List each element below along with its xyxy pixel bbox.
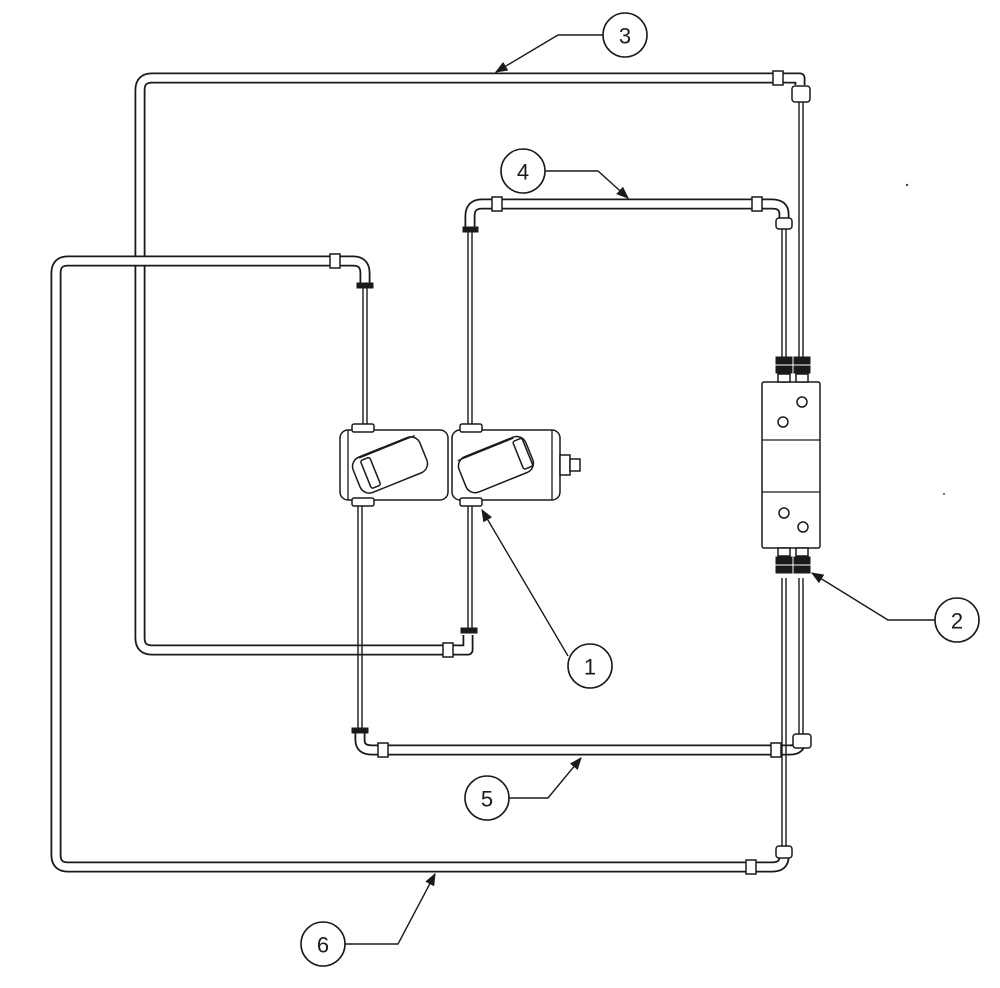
pump-assembly bbox=[339, 423, 581, 507]
callout-6: 6 bbox=[300, 921, 346, 967]
tube-4 bbox=[462, 196, 793, 233]
svg-text:3: 3 bbox=[619, 24, 631, 49]
leader-6 bbox=[345, 872, 436, 945]
port-hole bbox=[797, 521, 809, 533]
leader-3 bbox=[494, 34, 603, 73]
callout-1: 1 bbox=[567, 643, 613, 689]
tube-4-flange bbox=[462, 226, 479, 233]
tube-6-flange bbox=[356, 282, 374, 289]
right-pump bbox=[451, 423, 581, 507]
callout-4: 4 bbox=[500, 148, 546, 194]
svg-text:4: 4 bbox=[517, 160, 529, 185]
leader-5 bbox=[509, 757, 582, 799]
svg-text:5: 5 bbox=[481, 787, 493, 812]
scan-speck bbox=[943, 493, 945, 495]
callout-2: 2 bbox=[934, 597, 980, 643]
valve-bottom-fittings bbox=[775, 547, 811, 574]
left-pump bbox=[339, 423, 449, 507]
svg-text:1: 1 bbox=[584, 655, 596, 680]
valve-top-fittings bbox=[775, 356, 811, 383]
callout-5: 5 bbox=[464, 775, 510, 821]
tube-4-sleeve-left bbox=[491, 196, 503, 212]
port-hole bbox=[796, 396, 808, 408]
port-hole bbox=[778, 507, 790, 519]
scan-speck bbox=[905, 183, 909, 187]
callout-3: 3 bbox=[602, 12, 648, 58]
tube-6 bbox=[50, 253, 793, 875]
tube-6-elbow-fitting bbox=[775, 845, 793, 859]
svg-text:6: 6 bbox=[317, 933, 329, 958]
tube-6-sleeve-top bbox=[329, 253, 341, 269]
tube-3-sleeve-bottom bbox=[442, 642, 454, 658]
tube-6-sleeve-bottom bbox=[745, 859, 757, 875]
tube-5-flange bbox=[351, 727, 369, 734]
tube-3-elbow-fitting bbox=[791, 85, 811, 103]
leader-4 bbox=[545, 170, 629, 199]
tube-5-sleeve-right bbox=[770, 742, 782, 758]
tube-3-flange bbox=[460, 627, 478, 634]
hydraulic-hoses bbox=[357, 102, 804, 846]
svg-text:2: 2 bbox=[951, 609, 963, 634]
tube-5 bbox=[351, 727, 812, 758]
port-hole bbox=[777, 416, 789, 428]
callout-leaders bbox=[345, 34, 935, 945]
tube-4-elbow-fitting bbox=[775, 217, 793, 230]
tube-5-sleeve-left bbox=[377, 742, 389, 758]
tube-4-sleeve-right bbox=[751, 196, 763, 212]
leader-1 bbox=[481, 508, 569, 657]
leader-2 bbox=[810, 572, 935, 621]
tube-5-elbow-fitting bbox=[792, 733, 812, 749]
tube-3-sleeve-right bbox=[772, 70, 784, 86]
valve-block bbox=[761, 356, 821, 574]
tube-3 bbox=[134, 70, 811, 658]
